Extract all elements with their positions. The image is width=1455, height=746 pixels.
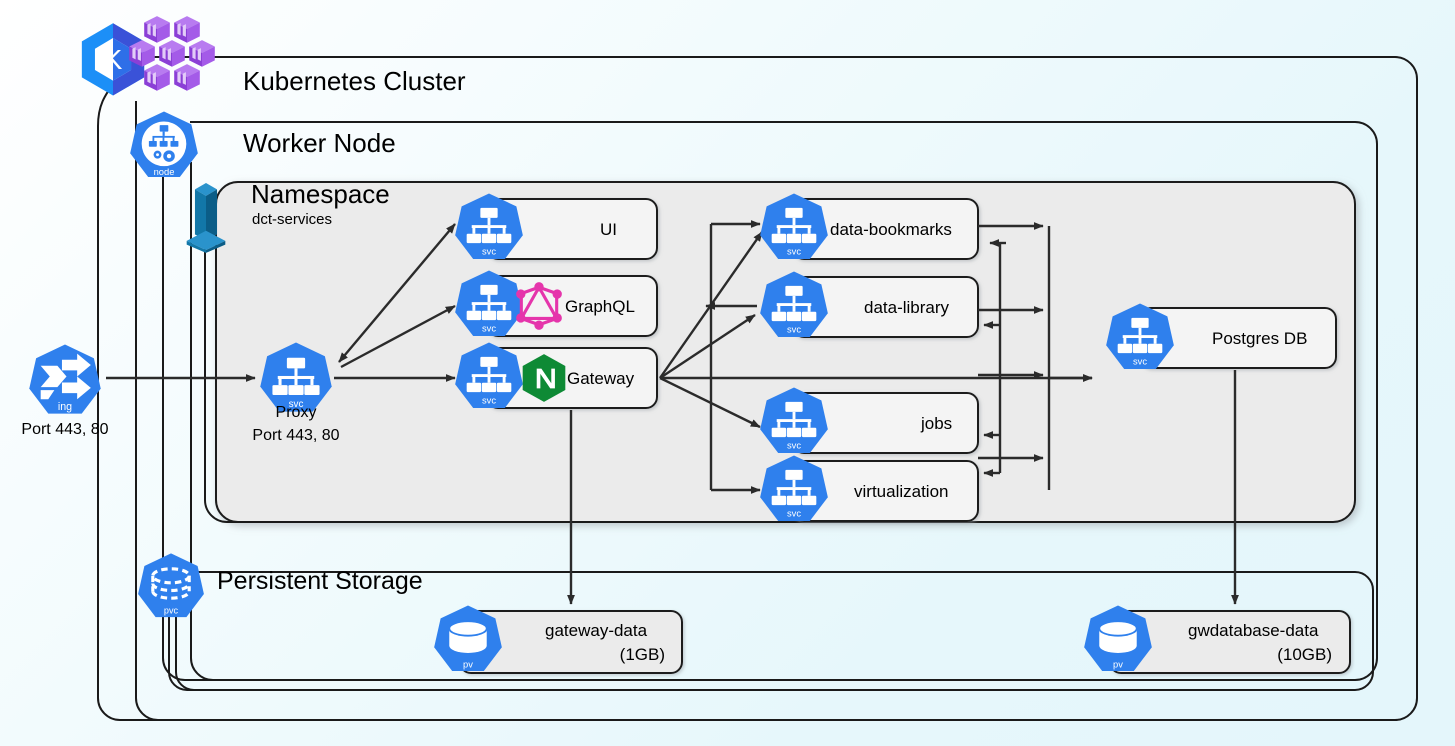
- data-bookmarks-label[interactable]: data-bookmarks: [830, 220, 952, 239]
- graphql-label[interactable]: GraphQL: [565, 297, 635, 316]
- cluster-icon-connector: [97, 79, 1395, 721]
- worker-node-frame: [190, 121, 1378, 681]
- persistent-storage-title: Persistent Storage: [217, 567, 423, 595]
- edge-gateway-library: [659, 313, 756, 380]
- node-icon: [130, 111, 198, 177]
- cluster-frame: [130, 56, 1418, 721]
- ingress-icon: [29, 344, 101, 414]
- namespace-icon-connector: [204, 248, 1333, 523]
- worker-node-title: Worker Node: [243, 128, 396, 158]
- namespace-subtitle: dct-services: [252, 211, 333, 228]
- pvc-icon-connector: [168, 612, 1355, 691]
- edge-proxy-ui: [338, 223, 456, 363]
- ingress-port-label: Port 443, 80: [21, 421, 109, 438]
- gateway-data-size: (1GB): [619, 645, 665, 664]
- gateway-data-name[interactable]: gateway-data: [545, 621, 648, 640]
- gateway-label[interactable]: Gateway: [567, 369, 635, 388]
- pvc-icon: [136, 552, 206, 619]
- postgres-label[interactable]: Postgres DB: [1212, 329, 1308, 348]
- jobs-label[interactable]: jobs: [921, 414, 953, 433]
- purple-cubes-icon: [129, 16, 215, 91]
- virtualization-label[interactable]: virtualization: [854, 482, 949, 501]
- proxy-port-label: Port 443, 80: [252, 427, 340, 444]
- namespace-title: Namespace: [251, 179, 390, 209]
- gwdatabase-data-size: (10GB): [1277, 645, 1332, 664]
- gwdatabase-data-name[interactable]: gwdatabase-data: [1188, 621, 1319, 640]
- persistent-storage-frame: [175, 571, 1374, 691]
- proxy-label: Proxy: [275, 404, 317, 421]
- edge-proxy-graphql: [340, 304, 456, 369]
- data-library-label[interactable]: data-library: [864, 298, 950, 317]
- cluster-title: Kubernetes Cluster: [243, 66, 466, 96]
- ui-label[interactable]: UI: [600, 220, 617, 239]
